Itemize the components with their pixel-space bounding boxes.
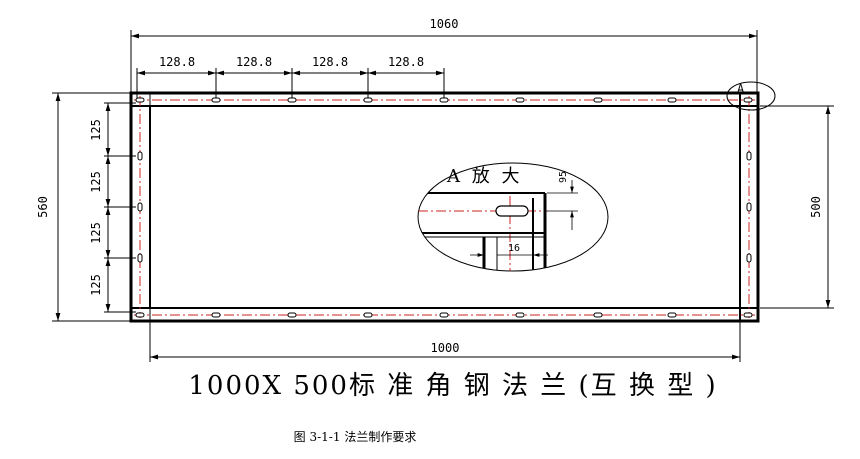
vpitch-label-4: 125 (89, 274, 103, 296)
detail-a-enlarged: 95 16 A 放 大 (417, 162, 609, 272)
dim-560-label: 560 (36, 196, 50, 218)
figure-caption: 图 3-1-1 法兰制作要求 (294, 430, 417, 444)
dim-vertical-pitch: 125 125 125 125 (89, 102, 136, 313)
detail-dim-95: 95 (558, 171, 569, 183)
dim-overall-width: 1060 (130, 17, 758, 92)
pitch-label-2: 128.8 (236, 55, 272, 69)
detail-title: A 放 大 (446, 166, 522, 187)
dim-inner-width: 1000 (149, 321, 741, 362)
pitch-label-3: 128.8 (312, 55, 348, 69)
detail-dim-16: 16 (508, 243, 520, 254)
dim-overall-height: 560 (36, 92, 131, 322)
vpitch-label-3: 125 (89, 222, 103, 244)
dim-inner-height: 500 (760, 105, 834, 309)
dim-1060-label: 1060 (430, 17, 459, 31)
bolt-holes (135, 97, 753, 318)
detail-a-tag: A (737, 82, 745, 96)
pitch-label-4: 128.8 (388, 55, 424, 69)
flange-frame (129, 91, 760, 323)
vpitch-label-1: 125 (89, 119, 103, 141)
vpitch-label-2: 125 (89, 171, 103, 193)
pitch-label-1: 128.8 (159, 55, 195, 69)
drawing-title: 1000X 500标 准 角 钢 法 兰 (互 换 型 ) (188, 371, 717, 401)
dim-500-label: 500 (809, 196, 823, 218)
dim-hole-pitch: 128.8 128.8 128.8 128.8 (136, 55, 445, 98)
detail-a-marker: A (726, 81, 776, 111)
dim-1000-label: 1000 (431, 341, 460, 355)
